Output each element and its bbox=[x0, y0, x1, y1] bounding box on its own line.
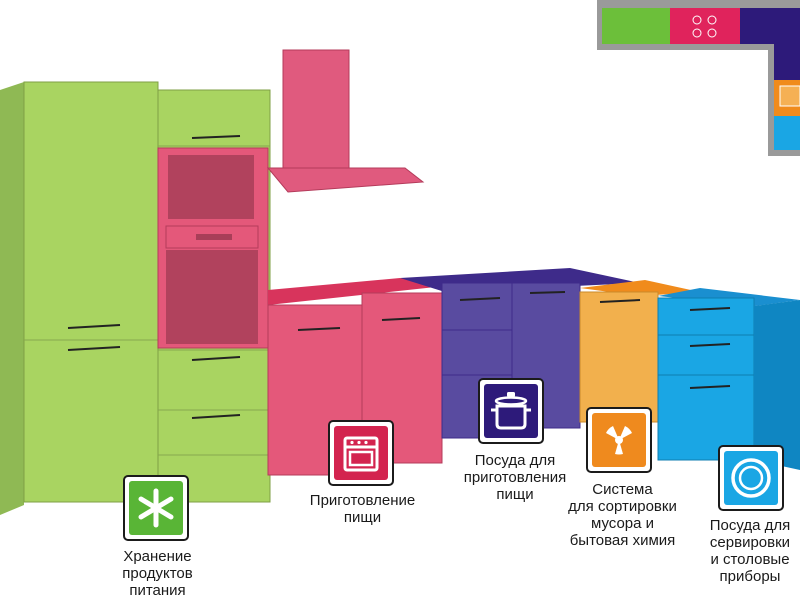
range-hood bbox=[266, 49, 425, 193]
floorplan-dishes bbox=[740, 8, 800, 44]
stove-icon bbox=[343, 436, 379, 472]
built-in-appliances bbox=[157, 147, 269, 349]
dishes-zone-label: Посуда для приготовления пищи bbox=[463, 452, 567, 503]
waste-zone-label: Система для сортировки мусора и бытовая … bbox=[568, 481, 677, 549]
waste-cabinets bbox=[579, 280, 700, 423]
recycle-icon bbox=[606, 426, 632, 455]
plate-icon bbox=[731, 458, 771, 498]
pot-icon bbox=[491, 392, 531, 430]
serving-zone-icon bbox=[718, 445, 784, 511]
serving-zone-label: Посуда для сервировки и столовые приборы bbox=[709, 517, 791, 585]
cooking-zone-label: Приготовление пищи bbox=[309, 492, 416, 526]
serving-cabinets bbox=[657, 288, 800, 470]
waste-zone-icon bbox=[586, 407, 652, 473]
floorplan-storage bbox=[602, 8, 670, 44]
floorplan-minimap bbox=[597, 0, 800, 156]
storage-zone-icon bbox=[123, 475, 189, 541]
snowflake-icon bbox=[138, 488, 174, 528]
floorplan-serving bbox=[774, 116, 800, 150]
floorplan-cooking bbox=[670, 8, 740, 44]
cooking-zone-icon bbox=[328, 420, 394, 486]
dishes-zone-icon bbox=[478, 378, 544, 444]
storage-zone-label: Хранение продуктов питания bbox=[122, 548, 193, 599]
